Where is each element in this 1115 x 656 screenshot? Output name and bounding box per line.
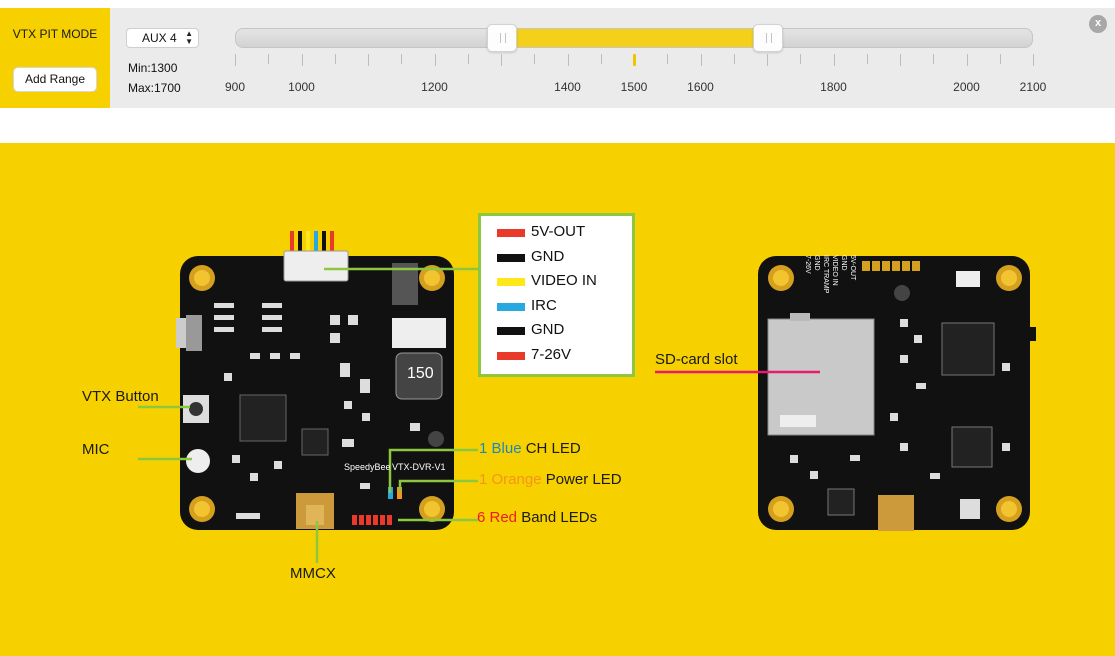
- inductor-code-label: 150: [407, 365, 434, 382]
- scale-tick: [999, 54, 1001, 64]
- legend-label: GND: [531, 321, 565, 338]
- mode-label-panel: VTX PIT MODE Add Range: [0, 8, 110, 108]
- select-arrows-icon: ▲▼: [185, 29, 193, 46]
- range-min-handle[interactable]: [487, 24, 517, 52]
- scale-tick: [733, 54, 735, 64]
- sd-card-label: SD-card slot: [655, 351, 738, 368]
- board-model-label: VTX-DVR-V1: [392, 462, 446, 472]
- ch-led-text: CH LED: [521, 440, 581, 457]
- scale-tick: [434, 54, 436, 66]
- scale-tick: [667, 54, 669, 64]
- range-min-label: Min:1300: [128, 61, 178, 75]
- scale-tick: [401, 54, 403, 64]
- back-pin-label: VIDEO IN: [831, 255, 838, 286]
- scale-tick-label: 1800: [820, 80, 847, 94]
- back-pin-label: GND: [840, 255, 847, 271]
- scale-tick: [368, 54, 369, 66]
- scale-tick-label: 1400: [554, 80, 581, 94]
- legend-label: VIDEO IN: [531, 272, 597, 289]
- current-value-marker: [633, 54, 636, 66]
- aux-channel-value: AUX 4: [142, 31, 177, 45]
- scale-tick: [334, 54, 336, 64]
- range-slider-fill: [502, 29, 768, 47]
- scale-tick: [567, 54, 569, 66]
- back-pin-label: 5V-OUT: [849, 255, 856, 281]
- range-max-label: Max:1700: [128, 81, 181, 95]
- back-pin-label: IRC TRAMP: [822, 255, 829, 294]
- scale-tick: [235, 54, 236, 66]
- close-range-button[interactable]: x: [1089, 15, 1107, 33]
- band-led-text: Band LEDs: [517, 509, 598, 526]
- add-range-button[interactable]: Add Range: [13, 67, 97, 92]
- back-board: [758, 256, 1036, 531]
- scale-tick: [600, 54, 602, 64]
- scale-tick-label: 900: [224, 80, 246, 94]
- scale-tick-label: 2000: [953, 80, 980, 94]
- legend-label: GND: [531, 247, 565, 265]
- ch-led-label: 1 Blue CH LED: [479, 440, 581, 457]
- scale-tick-label: 2100: [1019, 80, 1047, 94]
- front-board: [176, 231, 454, 530]
- scale-tick: [900, 54, 901, 66]
- scale-tick-label: 1200: [421, 80, 448, 94]
- range-max-handle[interactable]: [753, 24, 783, 52]
- mode-range-bar: VTX PIT MODE Add Range AUX 4 ▲▼ Min:1300…: [0, 8, 1115, 108]
- vtx-button-label: VTX Button: [82, 388, 159, 405]
- scale-tick-label: 1600: [687, 80, 714, 94]
- scale-tick: [1033, 54, 1034, 66]
- legend-label: IRC: [531, 296, 557, 314]
- scale-tick-label: 1000: [288, 80, 315, 94]
- ch-led-color: 1 Blue: [479, 440, 522, 457]
- scale-tick: [268, 54, 270, 64]
- mmcx-label: MMCX: [290, 565, 336, 582]
- mic-label: MIC: [82, 441, 110, 458]
- legend-swatch: [497, 327, 525, 335]
- aux-channel-select[interactable]: AUX 4 ▲▼: [126, 28, 199, 48]
- legend-swatch: [497, 229, 525, 237]
- back-pin-label: 7-26V: [804, 255, 811, 274]
- legend-swatch: [497, 253, 525, 262]
- band-led-label: 6 Red Band LEDs: [477, 509, 597, 526]
- legend-swatch: [497, 302, 525, 311]
- vtx-board-illustration: [138, 231, 1036, 563]
- back-pin-label: GND: [813, 255, 820, 271]
- scale-tick: [534, 54, 536, 64]
- scale-tick: [933, 54, 935, 64]
- scale-tick: [833, 54, 835, 66]
- scale-tick: [767, 54, 768, 66]
- scale-tick: [501, 54, 502, 66]
- power-led-text: Power LED: [541, 471, 622, 488]
- legend-swatch: [497, 278, 525, 286]
- leader-lines: [138, 267, 478, 563]
- scale-tick: [966, 54, 968, 66]
- scale-tick: [700, 54, 702, 66]
- legend-swatch: [497, 351, 525, 360]
- range-scale-ticks: [235, 54, 1034, 68]
- mode-title: VTX PIT MODE: [12, 27, 98, 41]
- board-brand-label: SpeedyBee: [344, 462, 391, 472]
- scale-tick: [800, 54, 802, 64]
- power-led-color: 1 Orange: [479, 471, 542, 488]
- scale-tick: [467, 54, 469, 64]
- legend-label: 7-26V: [531, 345, 572, 363]
- band-led-color: 6 Red: [477, 509, 518, 526]
- scale-tick: [866, 54, 868, 64]
- scale-tick: [301, 54, 303, 66]
- scale-tick-label: 1500: [620, 80, 648, 94]
- range-slider-track[interactable]: [235, 24, 1033, 52]
- power-led-label: 1 Orange Power LED: [479, 471, 622, 488]
- legend-label: 5V-OUT: [531, 223, 586, 240]
- wire-legend: 5V-OUT GND VIDEO IN IRC GND 7-26V: [478, 213, 635, 377]
